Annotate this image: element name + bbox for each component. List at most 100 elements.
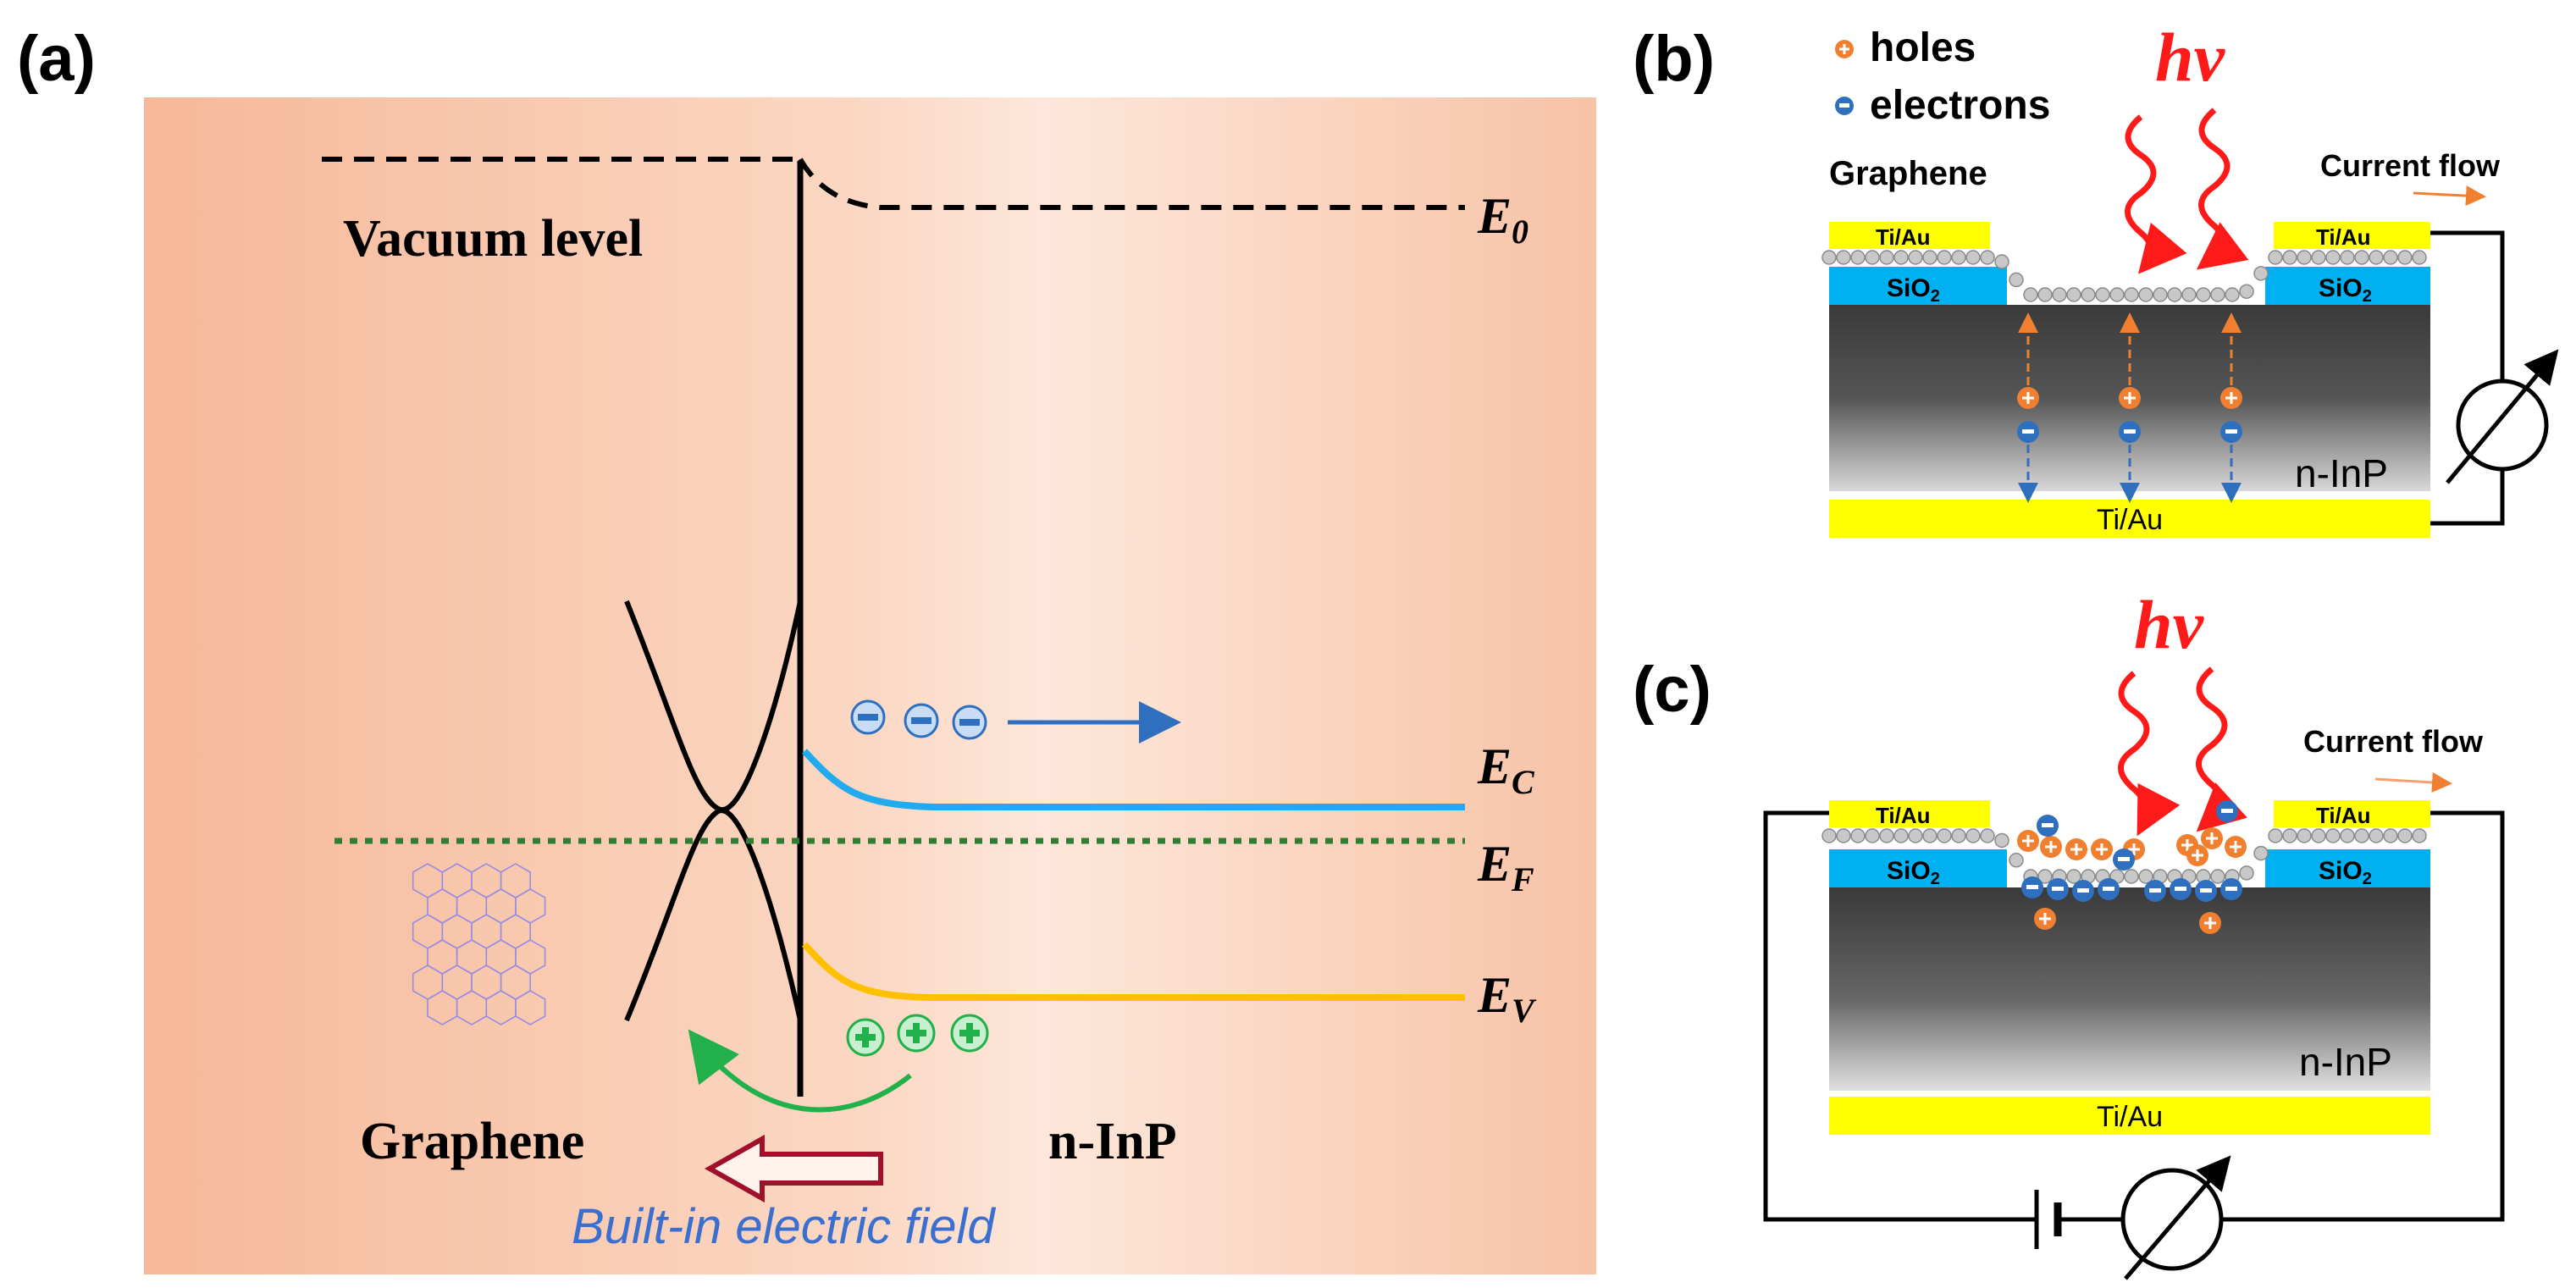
graphene-label: Graphene bbox=[360, 1113, 584, 1170]
hole-icon bbox=[846, 1018, 885, 1057]
photon-wave-icon bbox=[2196, 666, 2247, 832]
hole-icon bbox=[897, 1014, 936, 1053]
legend-electron-icon bbox=[1835, 97, 1854, 115]
sio2-left-label-b: SiO2 bbox=[1887, 274, 1940, 306]
hole-transfer-arrow bbox=[688, 1029, 912, 1113]
hole-icon bbox=[2091, 838, 2113, 860]
photon-label-c: hv bbox=[2134, 586, 2205, 663]
legend-electrons-label: electrons bbox=[1870, 83, 2050, 128]
band-diagram-background bbox=[144, 97, 1596, 1274]
hole-icon bbox=[2017, 830, 2039, 852]
sio2-right-label-c: SiO2 bbox=[2319, 857, 2372, 888]
tiau-left-label-b: Ti/Au bbox=[1876, 224, 1931, 250]
sio2-left-b bbox=[1829, 267, 2007, 305]
electron-icon bbox=[2220, 878, 2242, 900]
electron-icon bbox=[2021, 876, 2043, 898]
holes-group bbox=[688, 1014, 989, 1113]
sio2-left-label-c: SiO2 bbox=[1887, 857, 1940, 888]
bottom-electrode-c bbox=[1829, 1097, 2430, 1135]
tiau-left-label-c: Ti/Au bbox=[1876, 803, 1931, 828]
electron-icon bbox=[2216, 800, 2238, 822]
tiau-left-b bbox=[1829, 222, 1990, 249]
bottom-electrode-label-c: Ti/Au bbox=[2097, 1101, 2163, 1133]
panel-a-label: (a) bbox=[17, 23, 96, 95]
ammeter-icon-c bbox=[2120, 1155, 2231, 1280]
ef-label: EF bbox=[1477, 836, 1534, 898]
electron-icon bbox=[2144, 880, 2166, 902]
sio2-right-c bbox=[2265, 849, 2430, 887]
panel-c-label: (c) bbox=[1633, 654, 1711, 726]
sio2-right-b bbox=[2265, 267, 2430, 305]
valence-band bbox=[802, 942, 1465, 1001]
current-flow-label-b: Current flow bbox=[2320, 148, 2501, 183]
electron-icon bbox=[2170, 878, 2192, 900]
electron-icon bbox=[2098, 878, 2120, 900]
hole-icon bbox=[2040, 836, 2062, 858]
electron-icon bbox=[2195, 880, 2217, 902]
electron-icon bbox=[2113, 849, 2135, 871]
e0-label: E0 bbox=[1477, 188, 1528, 251]
sio2-left-c bbox=[1829, 849, 2007, 887]
hole-icon bbox=[2186, 844, 2208, 866]
tiau-left-c bbox=[1829, 800, 1990, 827]
bottom-electrode-label-b: Ti/Au bbox=[2097, 504, 2163, 536]
ninp-label-c: n-InP bbox=[2299, 1040, 2392, 1084]
bottom-electrode-b bbox=[1829, 500, 2430, 538]
graphene-label-b: Graphene bbox=[1829, 155, 1987, 192]
current-flow-label-c: Current flow bbox=[2303, 724, 2484, 759]
legend-holes-label: holes bbox=[1870, 25, 1976, 70]
graphene-sheet-b bbox=[1821, 250, 2427, 302]
hole-icon bbox=[950, 1014, 989, 1053]
battery-icon bbox=[2034, 1190, 2062, 1249]
tiau-right-b bbox=[2274, 222, 2430, 249]
ninp-label-b: n-InP bbox=[2295, 451, 2388, 495]
hole-icon bbox=[2034, 908, 2056, 930]
electron-icon bbox=[2072, 880, 2094, 902]
current-flow-arrow-b bbox=[2413, 185, 2486, 207]
circuit-wire-b bbox=[2430, 230, 2505, 526]
graphene-lattice-icon bbox=[412, 863, 546, 1025]
photon-wave-icon bbox=[2118, 671, 2181, 837]
hole-icon bbox=[2065, 838, 2087, 860]
electron-icon bbox=[952, 705, 987, 740]
ammeter-icon-b bbox=[2446, 349, 2559, 484]
electron-icon bbox=[2037, 815, 2059, 837]
tiau-right-label-b: Ti/Au bbox=[2316, 224, 2371, 250]
electron-icon bbox=[2047, 878, 2069, 900]
carrier-column bbox=[2119, 312, 2141, 503]
ec-label: EC bbox=[1477, 738, 1535, 801]
hole-icon bbox=[2225, 836, 2247, 858]
current-flow-arrow-c bbox=[2374, 771, 2452, 793]
ninp-label: n-InP bbox=[1048, 1113, 1177, 1170]
panel-c: (c) hv Current flow Ti/Au n-InP SiO2 SiO… bbox=[1633, 586, 2505, 1280]
photon-wave-icon bbox=[2196, 108, 2249, 270]
electron-icon bbox=[904, 703, 939, 738]
built-in-field-arrow bbox=[704, 1134, 883, 1203]
graphene-sheet-c bbox=[1821, 828, 2427, 884]
sio2-right-label-b: SiO2 bbox=[2319, 274, 2372, 306]
ev-label: EV bbox=[1477, 967, 1537, 1030]
vacuum-level-right bbox=[798, 158, 1465, 210]
carrier-column bbox=[2220, 312, 2242, 503]
electron-icon bbox=[850, 699, 886, 735]
hole-icon bbox=[2201, 827, 2223, 849]
electrons-group bbox=[850, 699, 1181, 744]
dirac-cone-lower bbox=[624, 808, 803, 1022]
ninp-substrate-c bbox=[1829, 887, 2430, 1091]
circuit-wire-c bbox=[1763, 810, 2505, 1222]
tiau-right-label-c: Ti/Au bbox=[2316, 803, 2371, 828]
accumulated-carriers-c bbox=[2017, 800, 2247, 934]
vacuum-level-label: Vacuum level bbox=[343, 210, 643, 268]
conduction-band bbox=[802, 749, 1465, 810]
hole-icon bbox=[2199, 912, 2221, 934]
built-in-field-label: Built-in electric field bbox=[572, 1199, 996, 1254]
panel-b-label: (b) bbox=[1633, 23, 1715, 95]
legend-hole-icon bbox=[1835, 40, 1854, 58]
photon-wave-icon bbox=[2125, 114, 2187, 274]
carrier-column bbox=[2017, 312, 2039, 503]
photon-label: hv bbox=[2155, 19, 2226, 96]
tiau-right-c bbox=[2274, 800, 2430, 827]
carrier-separation-b bbox=[2017, 312, 2242, 503]
panel-b: (b) holes electrons hv Graphene Current … bbox=[1633, 19, 2559, 538]
